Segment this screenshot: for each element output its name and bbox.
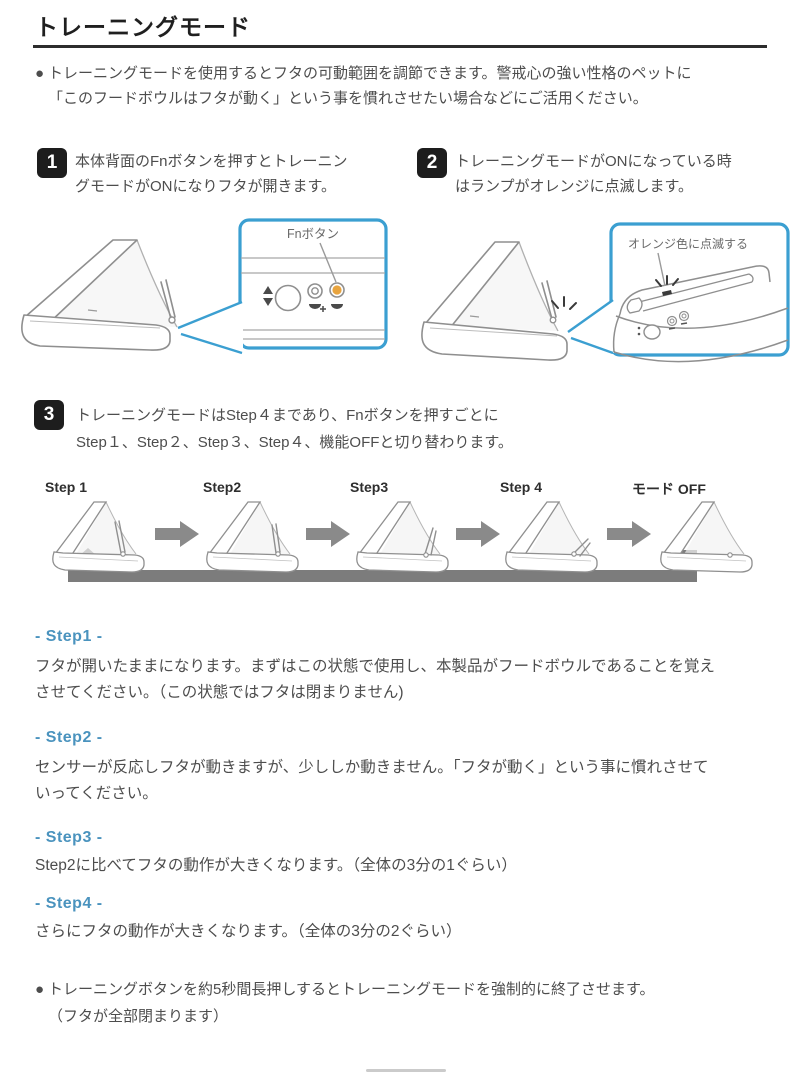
seq-device-step1: [52, 501, 145, 573]
feeder-cover: [49, 240, 177, 327]
feeder-flap: [541, 280, 557, 320]
orange-blink-label: オレンジ色に点滅する: [628, 237, 748, 251]
footer-note: ● トレーニングボタンを約5秒間長押しするとトレーニングモードを強制的に終了させ…: [35, 976, 787, 1030]
lamp-icon: [662, 290, 672, 296]
arrow-right-icon: [456, 521, 500, 547]
seq-device-step2: [206, 501, 299, 573]
arrow-right-icon: [155, 521, 199, 547]
cut-off-element: [366, 1069, 446, 1072]
step2-heading: - Step2 -: [35, 729, 103, 746]
step2-body: センサーが反応しフタが動きますが、少ししか動きません。「フタが動く」という事に慣…: [35, 759, 709, 802]
step-number-badge-2: 2: [417, 148, 447, 178]
seq-label-step4: Step 4: [500, 479, 543, 495]
seq-device-mode-off: [660, 501, 753, 573]
main-button-icon: [274, 284, 302, 312]
seq-device-step4: [505, 501, 598, 573]
step4-heading: - Step4 -: [35, 895, 103, 912]
feeder-cover: [449, 242, 558, 331]
fn-button-label: Fnボタン: [287, 227, 339, 241]
main-button-icon: [643, 324, 661, 340]
footer-text: トレーニングボタンを約5秒間長押しするとトレーニングモードを強制的に終了させます…: [48, 981, 655, 1025]
step4-body: さらにフタの動作が大きくなります。（全体の3分の2ぐらい）: [35, 923, 462, 940]
seq-label-step1: Step 1: [45, 479, 88, 495]
page-title: トレーニングモード: [35, 14, 251, 40]
feeder-flap: [160, 279, 176, 320]
instruction-2-text: トレーニングモードがONになっている時 はランプがオレンジに点滅します。: [455, 153, 732, 195]
title-underline: [33, 45, 767, 48]
seq-label-step2: Step2: [203, 479, 242, 495]
figure-fn-button: Fnボタン: [21, 218, 388, 355]
bullet-marker: ●: [35, 981, 45, 998]
intro-paragraph: ● トレーニングモードを使用するとフタの可動範囲を調節できます。警戒心の強い性格…: [35, 61, 783, 111]
arrow-right-icon: [306, 521, 350, 547]
step-number-badge-1: 1: [37, 148, 67, 178]
pointer-line: [657, 252, 666, 287]
up-arrow-icon: [263, 286, 273, 294]
down-arrow-icon: [263, 298, 273, 306]
callout-wedge: [567, 299, 614, 355]
rolled-lid-icon: [626, 297, 643, 314]
bowl-plus-icon: [309, 304, 321, 309]
figure-orange-lamp: オレンジ色に点滅する: [421, 222, 790, 363]
step-number-badge-3: 3: [34, 400, 64, 430]
instruction-1-text: 本体背面のFnボタンを押すとトレーニン グモードがONになりフタが開きます。: [75, 153, 348, 195]
callout-wedge: [177, 300, 243, 355]
seq-device-step3: [356, 501, 449, 573]
feeder-base: [21, 314, 171, 351]
bullet-marker: ●: [35, 65, 45, 82]
step1-heading: - Step1 -: [35, 628, 103, 645]
blink-marks-icon: [551, 296, 577, 310]
callout-box-lamp: [609, 222, 790, 357]
pointer-line: [319, 242, 337, 283]
intro-text: トレーニングモードを使用するとフタの可動範囲を調節できます。警戒心の強い性格のペ…: [48, 65, 692, 107]
feeder-base: [421, 321, 568, 361]
bowl-icon: [331, 304, 343, 309]
feeder-rear-top: [619, 265, 771, 315]
step1-body: フタが開いたままになります。まずはこの状態で使用し、本製品がフードボウルであるこ…: [35, 658, 715, 701]
step3-heading: - Step3 -: [35, 829, 103, 846]
step3-body: Step2に比べてフタの動作が大きくなります。（全体の3分の1ぐらい）: [35, 857, 517, 874]
blink-marks-icon: [655, 275, 679, 287]
instruction-3-text: トレーニングモードはStep４まであり、Fnボタンを押すごとに Step１、St…: [76, 407, 513, 451]
seq-label-mode-off: モード OFF: [632, 481, 706, 497]
arrow-right-icon: [607, 521, 651, 547]
seq-label-step3: Step3: [350, 479, 389, 495]
